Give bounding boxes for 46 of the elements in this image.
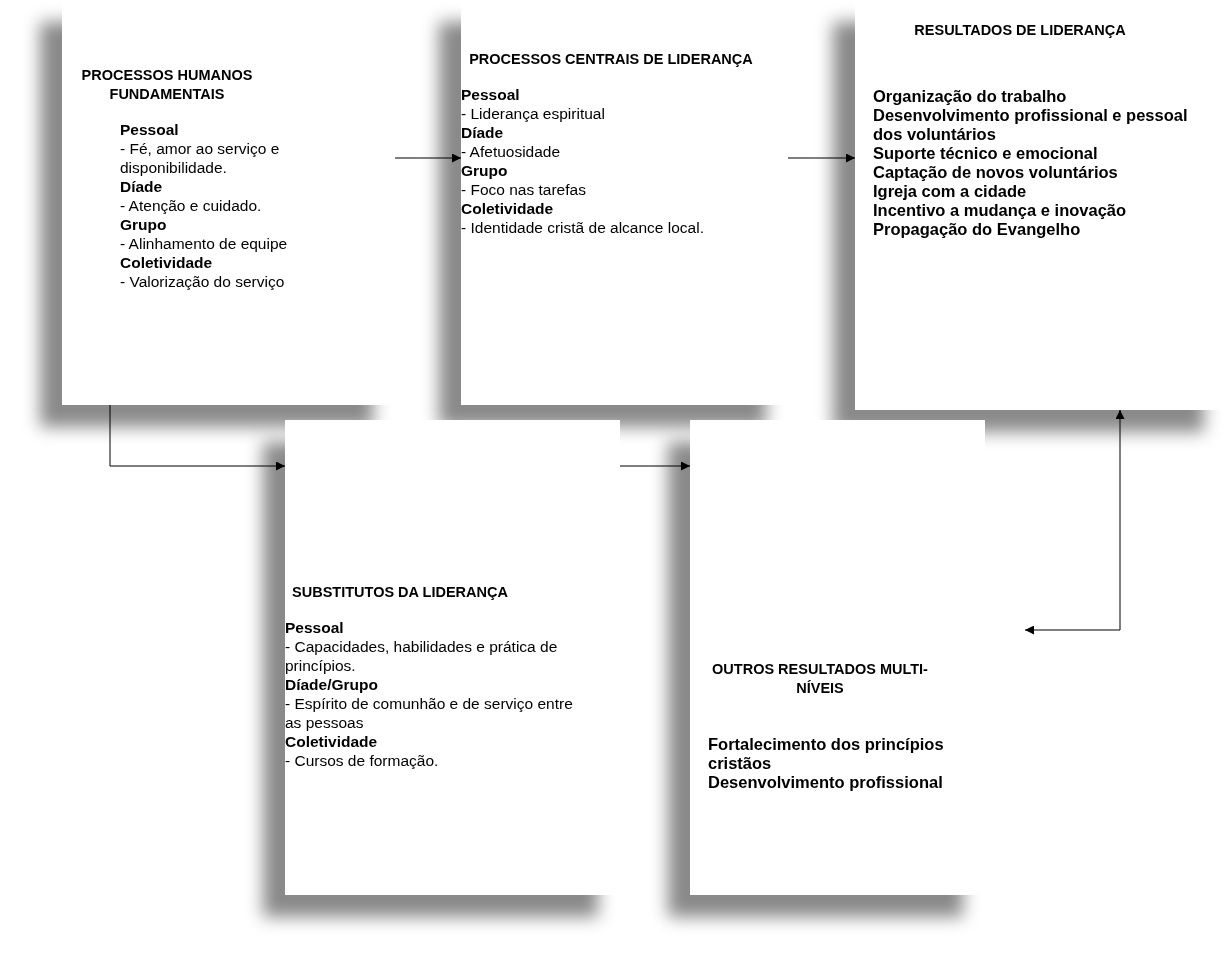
section-heading: Pessoal — [285, 618, 345, 637]
result-item: Propagação do Evangelho — [872, 220, 1082, 239]
result-item: Igreja com a cidade — [872, 182, 1028, 201]
box-heading: PROCESSOS CENTRAIS DE LIDERANÇA — [468, 50, 754, 69]
section-heading: Pessoal — [461, 85, 521, 104]
arrow — [109, 404, 286, 471]
section-text: - Espírito de comunhão e de serviço entre as pessoas — [285, 694, 574, 732]
section-heading: Díade/Grupo — [285, 675, 379, 694]
shadowed-box — [62, 0, 395, 405]
section-text: - Cursos de formação. — [285, 751, 440, 770]
arrow — [394, 153, 462, 163]
section-text: - Atenção e cuidado. — [119, 196, 263, 215]
section-text: - Alinhamento de equipe — [119, 234, 289, 253]
section-heading: Díade — [119, 177, 164, 196]
result-item: Incentivo a mudança e inovação — [872, 201, 1128, 220]
box-heading: PROCESSOS HUMANOS FUNDAMENTAIS — [80, 66, 254, 104]
arrow — [1024, 409, 1125, 635]
box-heading: RESULTADOS DE LIDERANÇA — [913, 21, 1127, 40]
box-heading: OUTROS RESULTADOS MULTI-NÍVEIS — [711, 660, 929, 698]
section-text: - Liderança espiritual — [461, 104, 606, 123]
arrow — [787, 153, 856, 163]
section-heading: Pessoal — [119, 120, 180, 139]
shadowed-box — [285, 420, 620, 895]
section-heading: Coletividade — [285, 732, 379, 751]
section-text: - Identidade cristã de alcance local. — [461, 218, 705, 237]
result-item: Desenvolvimento profissional e pessoal dos voluntários — [872, 106, 1189, 144]
section-heading: Coletividade — [119, 253, 214, 272]
arrow — [619, 461, 691, 471]
result-item: Fortalecimento dos princípios cristãos — [707, 735, 945, 773]
section-text: - Capacidades, habilidades e prática de princípios. — [285, 637, 559, 675]
section-heading: Grupo — [461, 161, 509, 180]
section-text: - Valorização do serviço — [119, 272, 286, 291]
shadowed-box — [855, 0, 1226, 410]
section-heading: Grupo — [119, 215, 168, 234]
result-item: Desenvolvimento profissional — [707, 773, 944, 792]
section-text: - Fé, amor ao serviço e disponibilidade. — [119, 139, 281, 177]
result-item: Organização do trabalho — [872, 87, 1068, 106]
box-heading: SUBSTITUTOS DA LIDERANÇA — [291, 583, 509, 602]
section-heading: Díade — [461, 123, 505, 142]
section-heading: Coletividade — [461, 199, 555, 218]
shadowed-box — [461, 0, 788, 405]
result-item: Suporte técnico e emocional — [872, 144, 1099, 163]
result-item: Captação de novos voluntários — [872, 163, 1119, 182]
shadowed-box — [690, 420, 985, 895]
section-text: - Afetuosidade — [461, 142, 562, 161]
section-text: - Foco nas tarefas — [461, 180, 587, 199]
